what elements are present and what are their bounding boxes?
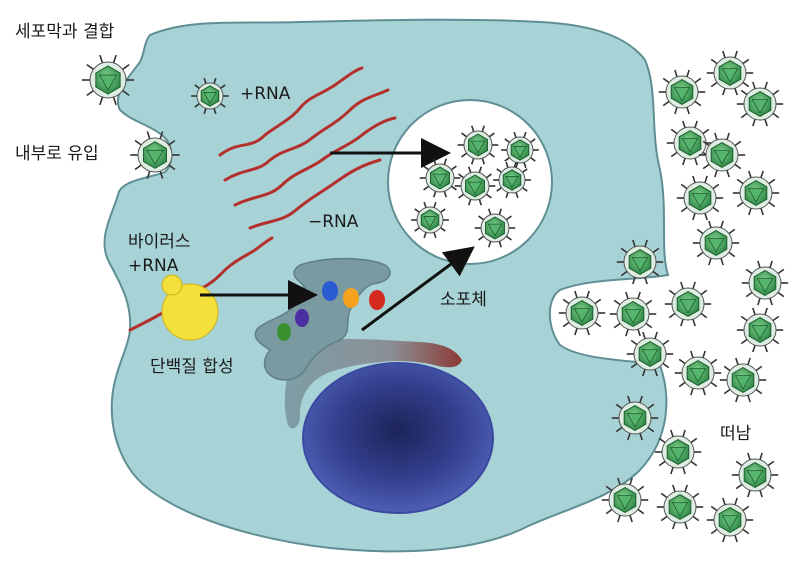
- protein-bead-blue: [322, 281, 338, 301]
- virus-particle-icon: [454, 166, 496, 206]
- label-plus-rna-top: +RNA: [240, 84, 291, 104]
- label-minus-rna: −RNA: [308, 212, 359, 232]
- virus-particle-icon: [654, 429, 702, 475]
- virus-particle-icon: [493, 161, 531, 199]
- ribosome-small: [161, 274, 183, 296]
- virus-particle-icon: [676, 175, 724, 221]
- virus-particle-icon: [706, 497, 754, 543]
- process-arrows: [200, 138, 475, 332]
- virus-particle-icon: [664, 281, 712, 327]
- virus-particle-icon: [474, 208, 516, 248]
- label-membrane-binding: 세포막과 결합: [15, 22, 115, 42]
- endoplasmic-reticulum-band: [284, 338, 462, 429]
- virus-particle-icon: [658, 69, 706, 115]
- virus-particle-icon: [698, 132, 746, 178]
- protein-bead-green: [277, 323, 291, 341]
- virus-particle-icon: [558, 290, 606, 336]
- label-release: 떠남: [720, 424, 752, 444]
- virus-particle-icon: [656, 484, 704, 530]
- virus-particle-icon: [706, 50, 754, 96]
- virus-particle-icon: [609, 291, 657, 337]
- virus-particle-icon: [411, 201, 449, 239]
- virus-particle-icon: [741, 260, 789, 306]
- virus-particle-icon: [732, 170, 780, 216]
- virus-particle-icon: [81, 54, 135, 106]
- virus-particle-icon: [719, 357, 767, 403]
- label-protein-synthesis: 단백질 합성: [150, 357, 234, 377]
- protein-bead-purple: [295, 309, 309, 327]
- virus-particle-icon: [130, 131, 180, 179]
- label-vesicle: 소포체: [440, 290, 487, 310]
- label-virus-plus-rna: +RNA: [128, 256, 179, 276]
- virus-particle-icon: [616, 239, 664, 285]
- protein-bead-red: [369, 290, 385, 310]
- label-entry: 내부로 유입: [15, 144, 99, 164]
- virus-particle-icon: [692, 220, 740, 266]
- virus-particle-icon: [191, 77, 229, 115]
- virus-particle-icon: [457, 125, 499, 165]
- virus-particle-icon: [419, 158, 461, 198]
- virus-particle-icon: [611, 395, 659, 441]
- virus-particle-icon: [626, 331, 674, 377]
- virus-particle-icon: [601, 477, 649, 523]
- virus-particle-icon: [666, 120, 714, 166]
- virus-particles: [81, 50, 789, 543]
- arrow-protein-to-vesicle: [361, 246, 475, 332]
- rna-strands: [128, 66, 397, 332]
- virus-particle-icon: [674, 350, 722, 396]
- protein-bead-orange: [343, 288, 359, 308]
- nucleus: [302, 362, 494, 514]
- label-virus: 바이러스: [128, 232, 191, 252]
- virus-particle-icon: [501, 131, 539, 169]
- virus-particle-icon: [736, 81, 784, 127]
- virus-particle-icon: [731, 452, 779, 498]
- virus-particle-icon: [736, 307, 784, 353]
- ribosome-large: [161, 283, 219, 341]
